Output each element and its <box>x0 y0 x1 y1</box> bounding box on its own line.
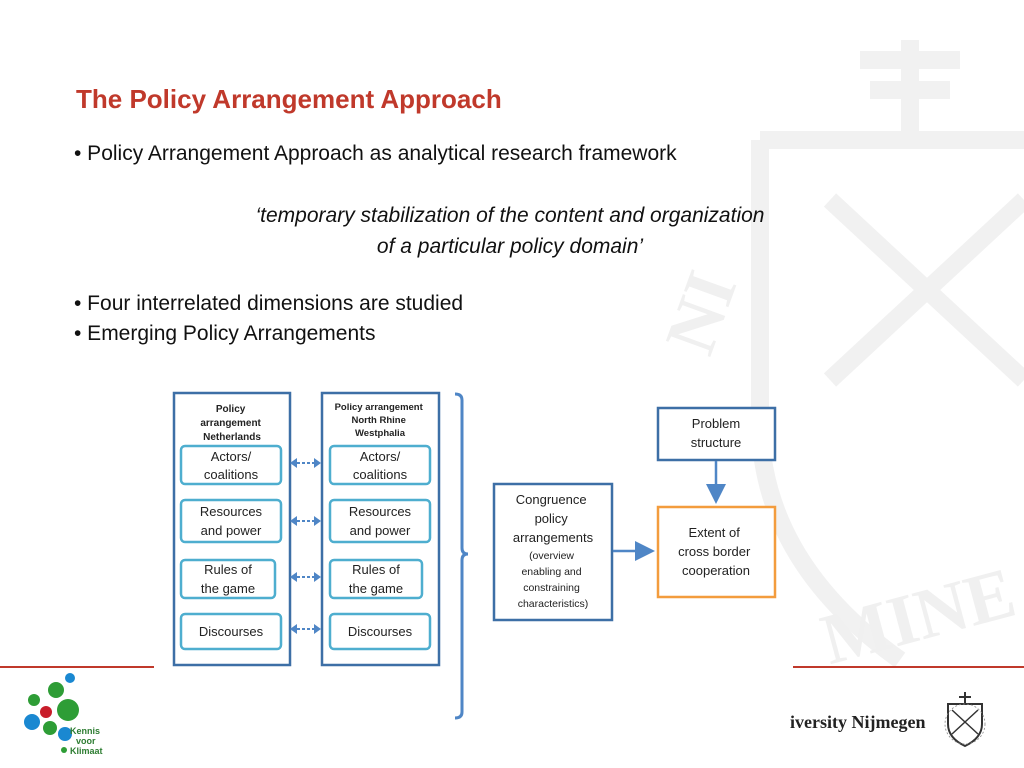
dimension-actors-nrw: Actors/coalitions <box>328 444 432 486</box>
panel-nrw-title: Policy arrangement North Rhine Westphali… <box>335 402 426 439</box>
bullet-emerging: • Emerging Policy Arrangements <box>74 322 376 345</box>
quote-line-1: ‘temporary stabilization of the content … <box>255 204 765 227</box>
dimension-actors-nl: Actors/coalitions <box>179 444 283 486</box>
outcome-box: Extent of cross border cooperation <box>656 505 777 599</box>
slide-title: The Policy Arrangement Approach <box>76 84 502 114</box>
svg-text:Actors/coalitions: Actors/coalitions <box>204 449 259 482</box>
dimension-discourses-nl: Discourses <box>179 612 283 651</box>
quote-line-2: of a particular policy domain’ <box>376 235 644 258</box>
logo-text: Kennis voor Klimaat <box>70 726 103 756</box>
congruence-box: Congruence policy arrangements (overview… <box>492 482 614 622</box>
definition-quote: ‘temporary stabilization of the content … <box>130 200 890 262</box>
svg-text:Actors/coalitions: Actors/coalitions <box>353 449 408 482</box>
svg-text:Discourses: Discourses <box>348 624 413 639</box>
panel-netherlands-title: Policy arrangement Netherlands <box>200 404 263 443</box>
university-seal-icon <box>944 692 986 748</box>
kennis-voor-klimaat-logo-icon <box>24 673 79 753</box>
grouping-bracket <box>454 392 469 720</box>
svg-text:Congruence policy: Congruence policy arrangements <box>513 492 594 545</box>
comparison-arrows <box>292 462 319 630</box>
bullet-framework: • Policy Arrangement Approach as analyti… <box>74 142 677 165</box>
footer-rule-left <box>0 666 154 668</box>
svg-text:Extent of cross border: Extent of cross border cooperation <box>678 525 754 578</box>
footer-rule-right <box>793 666 1024 668</box>
comparison-arrowheads <box>290 458 321 634</box>
dimension-discourses-nrw: Discourses <box>328 612 432 651</box>
svg-text:Discourses: Discourses <box>199 624 264 639</box>
bullet-dimensions: • Four interrelated dimensions are studi… <box>74 292 464 315</box>
svg-text:(overview enabling and: (overview enabling and constraining char… <box>518 550 589 610</box>
university-name: iversity Nijmegen <box>790 712 926 732</box>
